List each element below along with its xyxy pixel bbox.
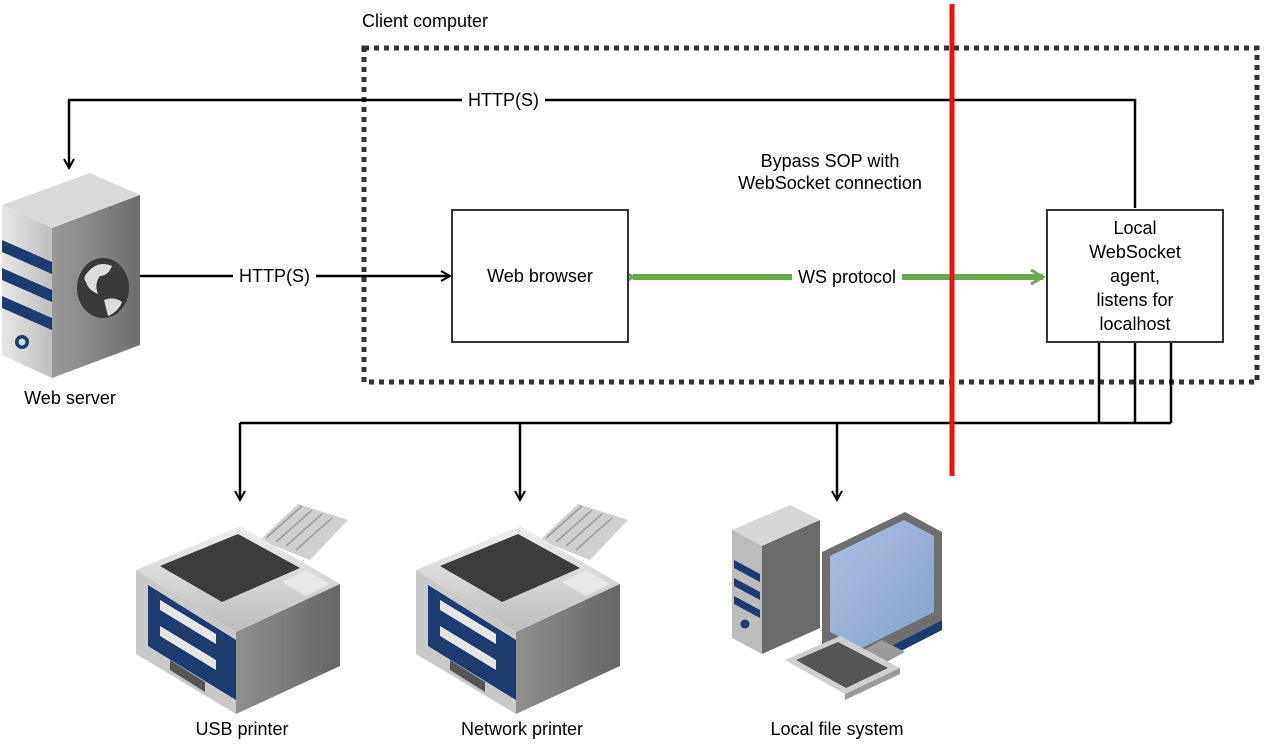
agent-line-3: agent, <box>1109 266 1161 286</box>
http-top-label: HTTP(S) <box>462 89 545 111</box>
agent-line-1: Local <box>1113 218 1157 238</box>
local-file-system-label: Local file system <box>770 719 904 739</box>
websocket-agent-node: Local WebSocket agent, listens for local… <box>1046 209 1224 343</box>
agent-line-2: WebSocket <box>1089 242 1181 262</box>
http-mid-label: HTTP(S) <box>233 265 316 287</box>
ws-protocol-label: WS protocol <box>792 266 903 288</box>
http-top-line <box>69 98 1137 208</box>
client-computer-boundary <box>361 45 1260 385</box>
usb-printer-label: USB printer <box>195 719 289 739</box>
server-icon <box>2 173 140 378</box>
web-server-label: Web server <box>24 388 116 408</box>
web-browser-label: Web browser <box>487 266 593 286</box>
printer-icon <box>416 504 628 714</box>
client-computer-label: Client computer <box>362 11 489 31</box>
bypass-line-2: WebSocket connection <box>738 173 922 193</box>
bypass-line-1: Bypass SOP with <box>760 151 900 171</box>
printer-icon <box>136 504 348 714</box>
desktop-computer-icon <box>732 505 942 700</box>
agent-line-4: listens for <box>1096 290 1174 310</box>
network-printer-label: Network printer <box>460 719 584 739</box>
bypass-sop-label: Bypass SOP with WebSocket connection <box>700 150 960 194</box>
device-bus <box>240 343 1173 500</box>
web-browser-node: Web browser <box>451 209 629 343</box>
agent-line-5: localhost <box>1099 314 1171 334</box>
